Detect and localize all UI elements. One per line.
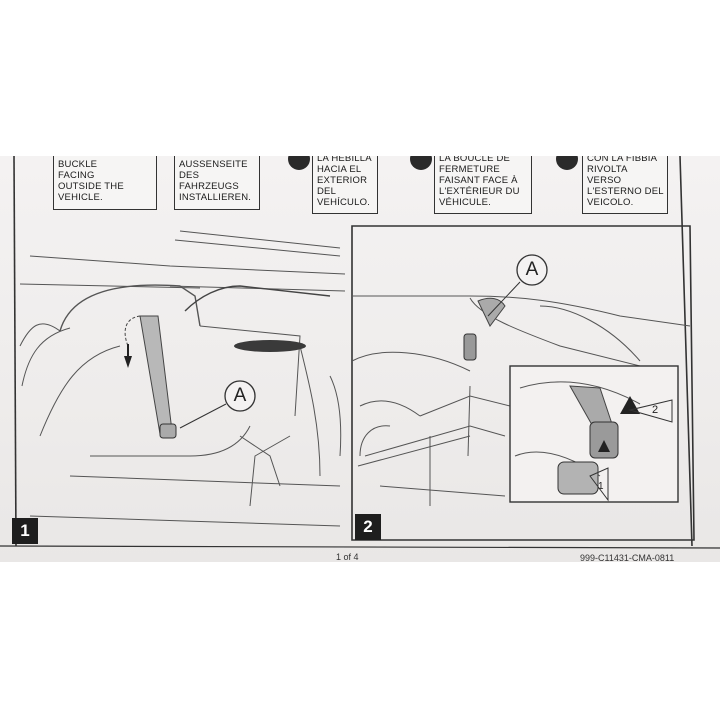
callout-letter-panel-2: A <box>525 259 539 280</box>
caption-french-line: L'EXTÉRIEUR DU <box>439 186 520 197</box>
up-arrow-icon <box>620 396 640 414</box>
step-circle-fragment <box>556 156 578 170</box>
caption-french-line: FAISANT FACE À <box>439 175 518 186</box>
caption-french: LA BOUCLE DE FERMETURE FAISANT FACE À L'… <box>434 156 532 214</box>
callout-circle-panel-2 <box>516 254 548 286</box>
panel-2-frame <box>351 225 695 541</box>
step-circle-fragment <box>288 156 310 170</box>
caption-french-line: VÉHICULE. <box>439 197 491 208</box>
panel-number-1: 1 <box>12 518 38 544</box>
caption-french-line: LA BOUCLE DE <box>439 156 511 164</box>
down-arrow-icon <box>124 356 132 368</box>
caption-spanish-line: VEHÍCULO. <box>317 197 371 208</box>
caption-french-line: FERMETURE <box>439 164 500 175</box>
panel-number-2: 2 <box>355 514 381 540</box>
caption-italian-line: VERSO <box>587 175 622 186</box>
caption-english: BUCKLE FACING OUTSIDE THE VEHICLE. <box>53 156 157 210</box>
caption-english-line: OUTSIDE THE <box>58 181 124 192</box>
illustration-lineart <box>0 156 720 549</box>
panel-1-drawing <box>19 230 346 527</box>
callout-circle-panel-1 <box>224 380 256 412</box>
inset-label-1: 1 <box>598 481 604 492</box>
caption-italian-line: RIVOLTA <box>587 164 628 175</box>
triangle-marker-1 <box>589 467 609 502</box>
caption-italian: CON LA FIBBIA RIVOLTA VERSO L'ESTERNO DE… <box>582 156 668 214</box>
caption-german-line: INSTALLIEREN. <box>179 192 252 203</box>
caption-italian-line: VEICOLO. <box>587 197 634 208</box>
speaker-grille <box>234 340 306 352</box>
caption-german: AUSSENSEITE DES FAHRZEUGS INSTALLIEREN. <box>174 156 260 210</box>
up-arrow-icon <box>598 440 610 452</box>
caption-spanish-line: DEL <box>317 186 337 197</box>
caption-english-line: FACING <box>58 170 95 181</box>
inset-label-2: 2 <box>652 404 659 416</box>
panel-2-drawing <box>351 295 691 506</box>
caption-italian-line: CON LA FIBBIA <box>587 156 658 164</box>
caption-german-line: FAHRZEUGS <box>179 181 239 192</box>
page-indicator: 1 of 4 <box>336 552 359 562</box>
buckle-panel-2 <box>463 333 477 361</box>
strap-panel-1 <box>139 315 173 435</box>
buckle-base-inset <box>557 461 599 495</box>
caption-spanish: LA HEBILLA HACIA EL EXTERIOR DEL VEHÍCUL… <box>312 156 378 214</box>
document-code: 999-C11431-CMA-0811 <box>580 553 675 562</box>
caption-italian-line: L'ESTERNO DEL <box>587 186 664 197</box>
caption-spanish-line: EXTERIOR <box>317 175 368 186</box>
step-circle-fragment <box>410 156 432 170</box>
caption-german-line: AUSSENSEITE <box>179 159 248 170</box>
caption-english-line: VEHICLE. <box>58 192 103 203</box>
triangle-marker-2 <box>628 399 673 423</box>
instruction-sheet: BUCKLE FACING OUTSIDE THE VEHICLE. AUSSE… <box>0 156 720 562</box>
caption-german-line: DES <box>179 170 200 181</box>
caption-english-line: BUCKLE <box>58 159 98 170</box>
buckle-panel-1 <box>159 423 177 439</box>
caption-spanish-line: LA HEBILLA <box>317 156 372 164</box>
callout-letter-panel-1: A <box>233 385 247 406</box>
caption-spanish-line: HACIA EL <box>317 164 362 175</box>
